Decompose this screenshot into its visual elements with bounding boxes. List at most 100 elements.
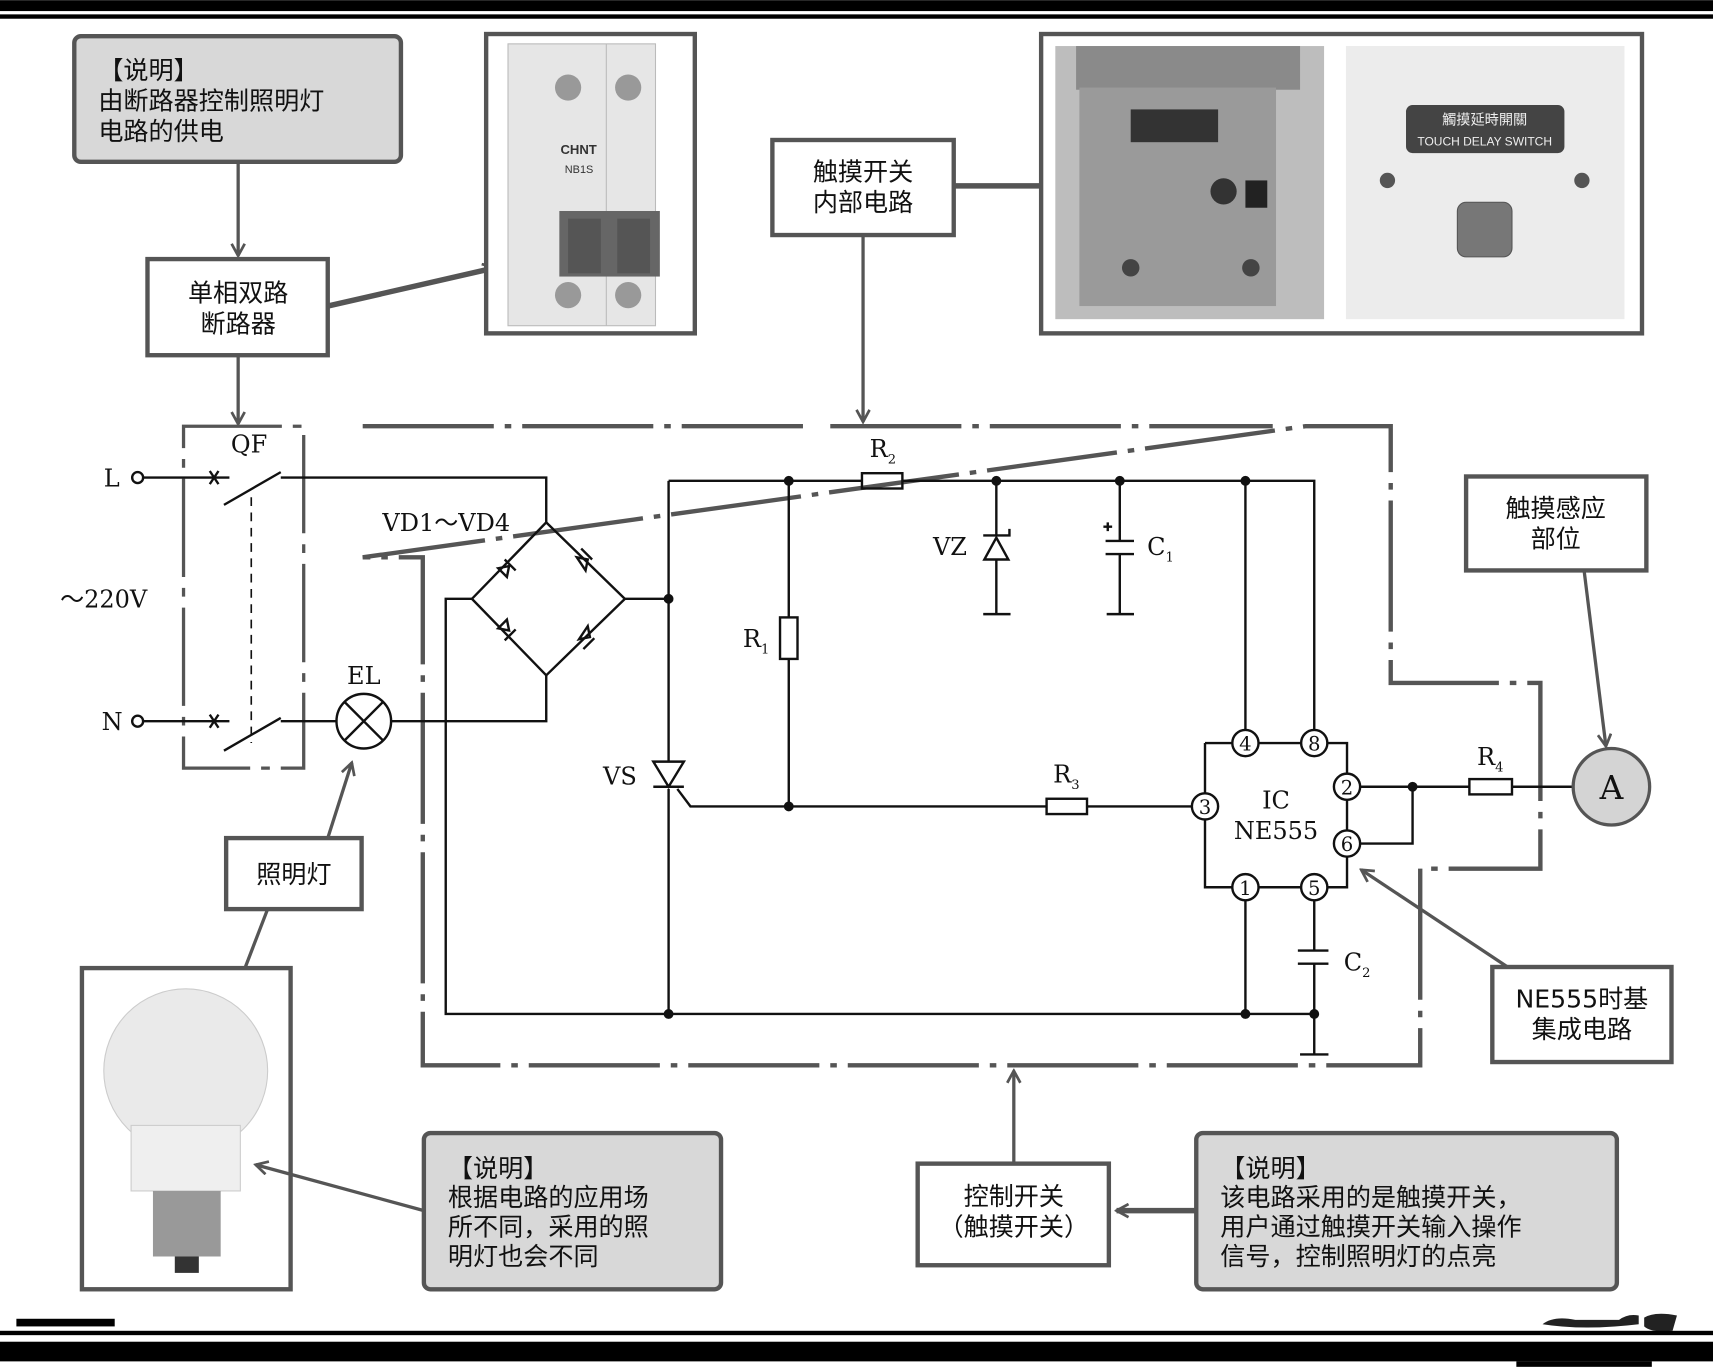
qf-label: QF — [231, 430, 267, 458]
note-title: 【说明】 — [1220, 1154, 1320, 1183]
note-title: 【说明】 — [448, 1154, 548, 1183]
capacitor-c1 — [1103, 480, 1134, 616]
voltage-label: ～220V — [60, 586, 148, 614]
c1-sub: 1 — [1165, 551, 1173, 566]
note-title: 【说明】 — [98, 56, 198, 85]
resistor-r2 — [860, 471, 904, 490]
label-line: 触摸开关 — [813, 157, 913, 186]
pin-3: 3 — [1199, 796, 1212, 819]
label-line: 断路器 — [200, 309, 275, 338]
note-line: 用户通过触摸开关输入操作 — [1220, 1213, 1521, 1242]
pin-1: 1 — [1239, 877, 1252, 900]
note-bottom-right: 【说明】 该电路采用的是触摸开关， 用户通过触摸开关输入操作 信号，控制照明灯的… — [1194, 1130, 1620, 1292]
terminal-L-label: L — [104, 464, 120, 492]
svg-text:R3: R3 — [1053, 760, 1079, 793]
c2-sub: 2 — [1362, 966, 1370, 981]
circuit-wires: L N ～220V EL VD1～VD4 VS R1 R2 VZ C1 — [60, 435, 1652, 1056]
svg-text:R1: R1 — [743, 625, 769, 658]
el-label: EL — [347, 662, 381, 690]
pin-2: 2 — [1341, 776, 1354, 799]
arrow — [326, 763, 352, 839]
label-breaker: 单相双路 断路器 — [145, 256, 330, 358]
svg-text:C2: C2 — [1344, 948, 1371, 981]
arrow — [1582, 570, 1606, 746]
resistor-r3 — [1045, 797, 1089, 816]
touch-switch-photos: 觸摸延時開關 TOUCH DELAY SWITCH — [1038, 31, 1645, 336]
ic-pins: 4 8 3 2 6 1 5 — [1190, 728, 1362, 902]
pin-8: 8 — [1308, 733, 1321, 756]
bottom-rule — [0, 1330, 1713, 1336]
terminal-L — [130, 470, 145, 485]
r2-label: R — [870, 435, 889, 463]
pin-4: 4 — [1239, 733, 1252, 756]
svg-text:R2: R2 — [870, 435, 896, 468]
label-line: 控制开关 — [964, 1182, 1064, 1211]
note-line: 由断路器控制照明灯 — [98, 86, 324, 115]
breaker-photo: CHNT NB1S — [483, 31, 697, 336]
ic-label: IC — [1262, 787, 1290, 815]
note-line: 明灯也会不同 — [448, 1242, 599, 1271]
control-switch-frame — [362, 424, 1543, 1068]
r4-sub: 4 — [1495, 760, 1503, 775]
svg-text:C1: C1 — [1147, 533, 1174, 566]
label-ne555: NE555时基 集成电路 — [1490, 964, 1674, 1065]
pin-6: 6 — [1341, 833, 1354, 856]
label-line: 内部电路 — [813, 188, 913, 217]
r3-label: R — [1053, 760, 1072, 788]
r3-sub: 3 — [1071, 778, 1079, 793]
ic-model: NE555 — [1234, 817, 1318, 845]
page-ornament — [1542, 1313, 1677, 1332]
bottom-band — [0, 1341, 1713, 1362]
vs-thyristor — [651, 760, 1192, 808]
label-line: 部位 — [1531, 524, 1581, 553]
note-line: 所不同，采用的照 — [448, 1213, 649, 1242]
breaker-brand: CHNT — [560, 142, 596, 157]
qf-box — [181, 424, 306, 770]
vz-label: VZ — [932, 533, 967, 561]
r4-label: R — [1477, 743, 1496, 771]
bulb-photo — [79, 965, 293, 1292]
bottom-mark — [16, 1318, 115, 1327]
label-line: （触摸开关） — [938, 1213, 1089, 1242]
plate-text-cn: 觸摸延時開關 — [1442, 113, 1527, 129]
terminal-N-label: N — [102, 708, 123, 736]
label-touch-circuit: 触摸开关 内部电路 — [770, 137, 956, 238]
r1-label: R — [743, 625, 762, 653]
bridge-rectifier — [470, 520, 627, 678]
label-line: 照明灯 — [256, 860, 331, 889]
plate-text-en: TOUCH DELAY SWITCH — [1417, 134, 1552, 148]
arrow — [327, 268, 495, 309]
label-control-switch: 控制开关 （触摸开关） — [915, 1161, 1112, 1268]
arrow — [1361, 870, 1509, 969]
bridge-label: VD1～VD4 — [381, 509, 510, 537]
note-line: 根据电路的应用场 — [448, 1183, 649, 1212]
pin-5: 5 — [1308, 877, 1321, 900]
label-line: 集成电路 — [1532, 1015, 1632, 1044]
touch-electrode-label: A — [1599, 769, 1624, 807]
r1-sub: 1 — [761, 642, 769, 657]
label-touch-sense: 触摸感应 部位 — [1463, 474, 1649, 573]
note-bottom-left: 【说明】 根据电路的应用场 所不同，采用的照 明灯也会不同 — [421, 1130, 724, 1292]
c1-label: C — [1147, 533, 1165, 561]
zener-vz — [982, 480, 1011, 616]
page-tab — [1516, 1361, 1652, 1367]
lamp-symbol — [335, 692, 393, 750]
vs-label: VS — [602, 763, 637, 791]
arrow — [256, 1165, 425, 1213]
terminal-N — [130, 714, 145, 728]
ic-ne555 — [1203, 741, 1349, 889]
breaker-model: NB1S — [565, 164, 594, 176]
note-line: 信号，控制照明灯的点亮 — [1220, 1242, 1496, 1271]
label-line: NE555时基 — [1516, 984, 1649, 1013]
label-lamp: 照明灯 — [223, 835, 364, 912]
r2-sub: 2 — [888, 452, 896, 467]
note-line: 该电路采用的是触摸开关， — [1220, 1183, 1521, 1212]
resistor-r1 — [778, 616, 799, 661]
note-top-left: 【说明】 由断路器控制照明灯 电路的供电 — [72, 34, 404, 165]
label-line: 触摸感应 — [1505, 494, 1605, 523]
top-rule — [0, 14, 1713, 19]
svg-text:R4: R4 — [1477, 743, 1503, 776]
c2-label: C — [1344, 948, 1362, 976]
junctions — [663, 475, 1418, 1019]
